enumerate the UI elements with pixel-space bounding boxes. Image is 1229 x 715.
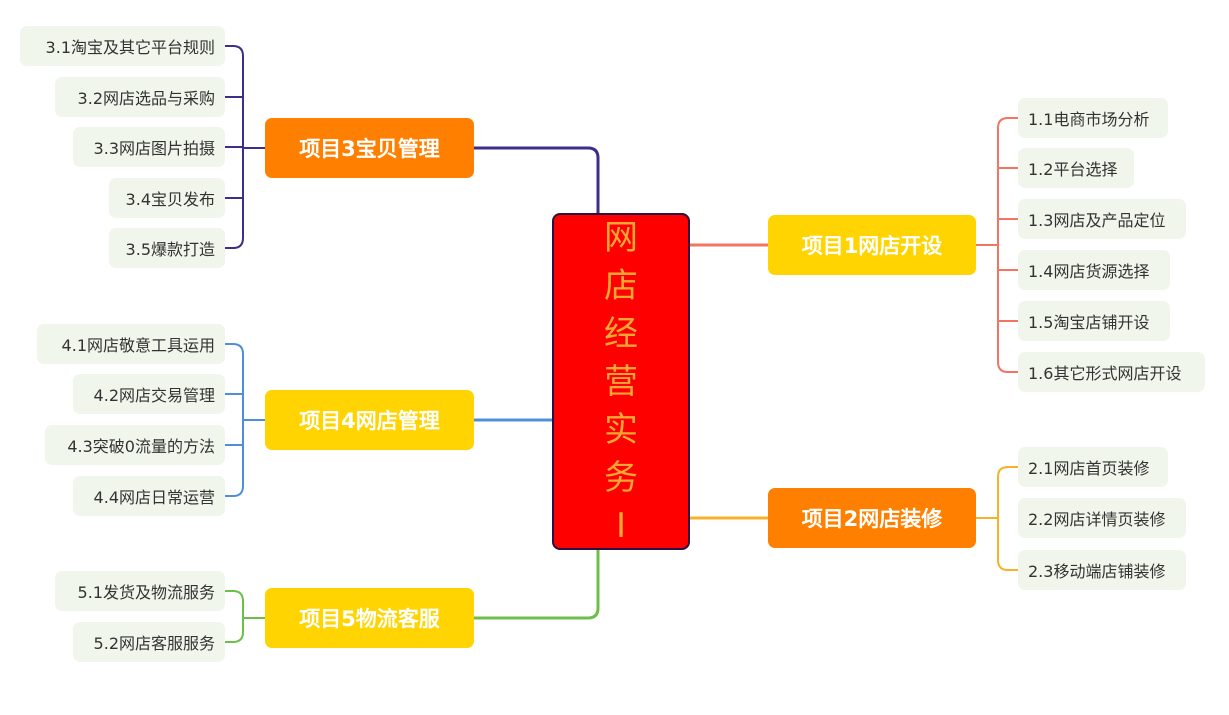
topic-1-item-3[interactable]: 1.3网店及产品定位 — [1018, 199, 1186, 239]
topic-1-item-2[interactable]: 1.2平台选择 — [1018, 148, 1134, 188]
topic-1-item-6[interactable]: 1.6其它形式网店开设 — [1018, 352, 1205, 392]
topic-1-node[interactable]: 项目1网店开设 — [768, 215, 976, 275]
topic-1-item-5[interactable]: 1.5淘宝店铺开设 — [1018, 301, 1170, 341]
topic-5-item-1[interactable]: 5.1发货及物流服务 — [55, 571, 225, 611]
topic-2-node[interactable]: 项目2网店装修 — [768, 488, 976, 548]
topic-1-item-1[interactable]: 1.1电商市场分析 — [1018, 98, 1168, 138]
connector-topic-3 — [474, 146, 600, 213]
topic-2-label: 项目2网店装修 — [801, 507, 943, 531]
topic-4-item-1[interactable]: 4.1网店敬意工具运用 — [37, 324, 225, 364]
topic-3-label: 项目3宝贝管理 — [299, 137, 440, 161]
branches-topic-3 — [225, 45, 265, 249]
branches-topic-2 — [976, 466, 1018, 571]
topic-2-item-1[interactable]: 2.1网店首页装修 — [1018, 447, 1168, 487]
central-topic[interactable]: 网店经营实务I — [552, 213, 690, 550]
topic-2-item-3[interactable]: 2.3移动端店铺装修 — [1018, 550, 1186, 590]
branches-topic-4 — [225, 343, 265, 497]
topic-4-item-3[interactable]: 4.3突破0流量的方法 — [45, 425, 225, 465]
topic-3-item-3[interactable]: 3.3网店图片拍摄 — [73, 127, 225, 167]
central-topic-label: 网店经营实务I — [604, 217, 638, 546]
topic-3-item-4[interactable]: 3.4宝贝发布 — [109, 178, 225, 218]
topic-5-node[interactable]: 项目5物流客服 — [265, 588, 474, 648]
topic-3-item-1[interactable]: 3.1淘宝及其它平台规则 — [20, 26, 225, 66]
topic-5-label: 项目5物流客服 — [299, 607, 440, 631]
connector-topic-5 — [474, 550, 600, 620]
topic-4-label: 项目4网店管理 — [299, 409, 440, 433]
topic-5-item-2[interactable]: 5.2网店客服服务 — [73, 622, 225, 662]
topic-1-label: 项目1网店开设 — [801, 234, 943, 258]
topic-4-item-2[interactable]: 4.2网店交易管理 — [73, 374, 225, 414]
topic-3-item-2[interactable]: 3.2网店选品与采购 — [55, 77, 225, 117]
topic-4-node[interactable]: 项目4网店管理 — [265, 390, 474, 450]
topic-4-item-4[interactable]: 4.4网店日常运营 — [73, 476, 225, 516]
topic-3-node[interactable]: 项目3宝贝管理 — [265, 118, 474, 178]
branches-topic-1 — [976, 117, 1018, 373]
topic-1-item-4[interactable]: 1.4网店货源选择 — [1018, 250, 1170, 290]
topic-2-item-2[interactable]: 2.2网店详情页装修 — [1018, 498, 1186, 538]
topic-3-item-5[interactable]: 3.5爆款打造 — [109, 228, 225, 268]
branches-topic-5 — [225, 590, 265, 643]
